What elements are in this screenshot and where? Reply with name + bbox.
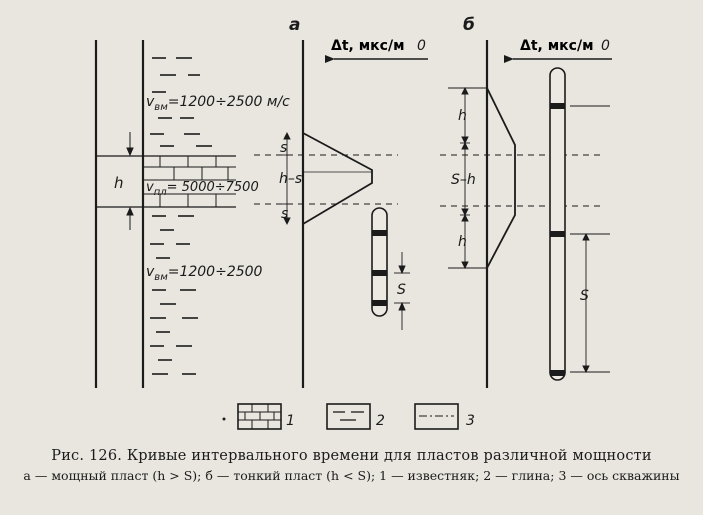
panel-b-axis <box>485 40 612 388</box>
clay-pattern <box>150 57 212 375</box>
figure-caption-title: Рис. 126. Кривые интервального времени д… <box>51 448 652 464</box>
panel-a-curve <box>302 132 373 225</box>
label-h-left: h <box>114 174 124 192</box>
legend: 1 2 3 <box>222 403 475 430</box>
legend-num-1: 1 <box>286 413 295 429</box>
panel-a-probe <box>371 207 388 317</box>
legend-num-3: 3 <box>466 413 475 429</box>
guide-dashed-lines <box>254 154 605 207</box>
borehole-column <box>94 40 236 388</box>
panel-a-probe-s: S <box>397 282 406 298</box>
panel-a-s-top: s <box>280 140 287 156</box>
figure-drawing: h vвм=1200÷2500 м/с vпл= 5000÷7500 vвм=1… <box>94 15 612 430</box>
panel-b-sh: S–h <box>451 172 476 188</box>
legend-axis-swatch <box>414 403 459 430</box>
panel-b-letter: б <box>463 15 475 35</box>
panel-a-dimensions <box>282 131 292 226</box>
limestone-pattern <box>143 156 236 207</box>
legend-clay-swatch <box>326 403 371 430</box>
panel-a-axis-zero: 0 <box>417 38 426 54</box>
legend-limestone-swatch <box>237 403 282 430</box>
panel-b-h-bottom: h <box>458 234 467 250</box>
panel-b-axis-zero: 0 <box>601 38 610 54</box>
panel-b-probe-s: S <box>580 288 589 304</box>
panel-a-hs: h–s <box>279 171 302 187</box>
figure-caption-legend: а — мощный пласт (h > S); б — тонкий пла… <box>23 468 680 483</box>
panel-b-curve <box>486 87 516 269</box>
panel-a-letter: а <box>289 15 300 35</box>
velocity-mid: vпл= 5000÷7500 <box>146 180 259 198</box>
panel-b-probe-dimension <box>570 105 610 374</box>
panel-b-dimensions <box>448 86 487 270</box>
panel-a-axis <box>301 40 428 388</box>
legend-num-2: 2 <box>376 413 385 429</box>
velocity-top: vвм=1200÷2500 м/с <box>146 94 290 113</box>
panel-a-probe-dimension <box>394 252 410 330</box>
panel-a-axis-label: Δt, мкс/м <box>331 38 405 54</box>
h-dimension-left <box>126 132 134 230</box>
velocity-bottom: vвм=1200÷2500 <box>146 264 263 283</box>
panel-b-h-top: h <box>458 108 467 124</box>
panel-b-probe <box>549 67 566 381</box>
panel-a-s-bottom: s <box>281 206 288 222</box>
panel-b-axis-label: Δt, мкс/м <box>520 38 594 54</box>
